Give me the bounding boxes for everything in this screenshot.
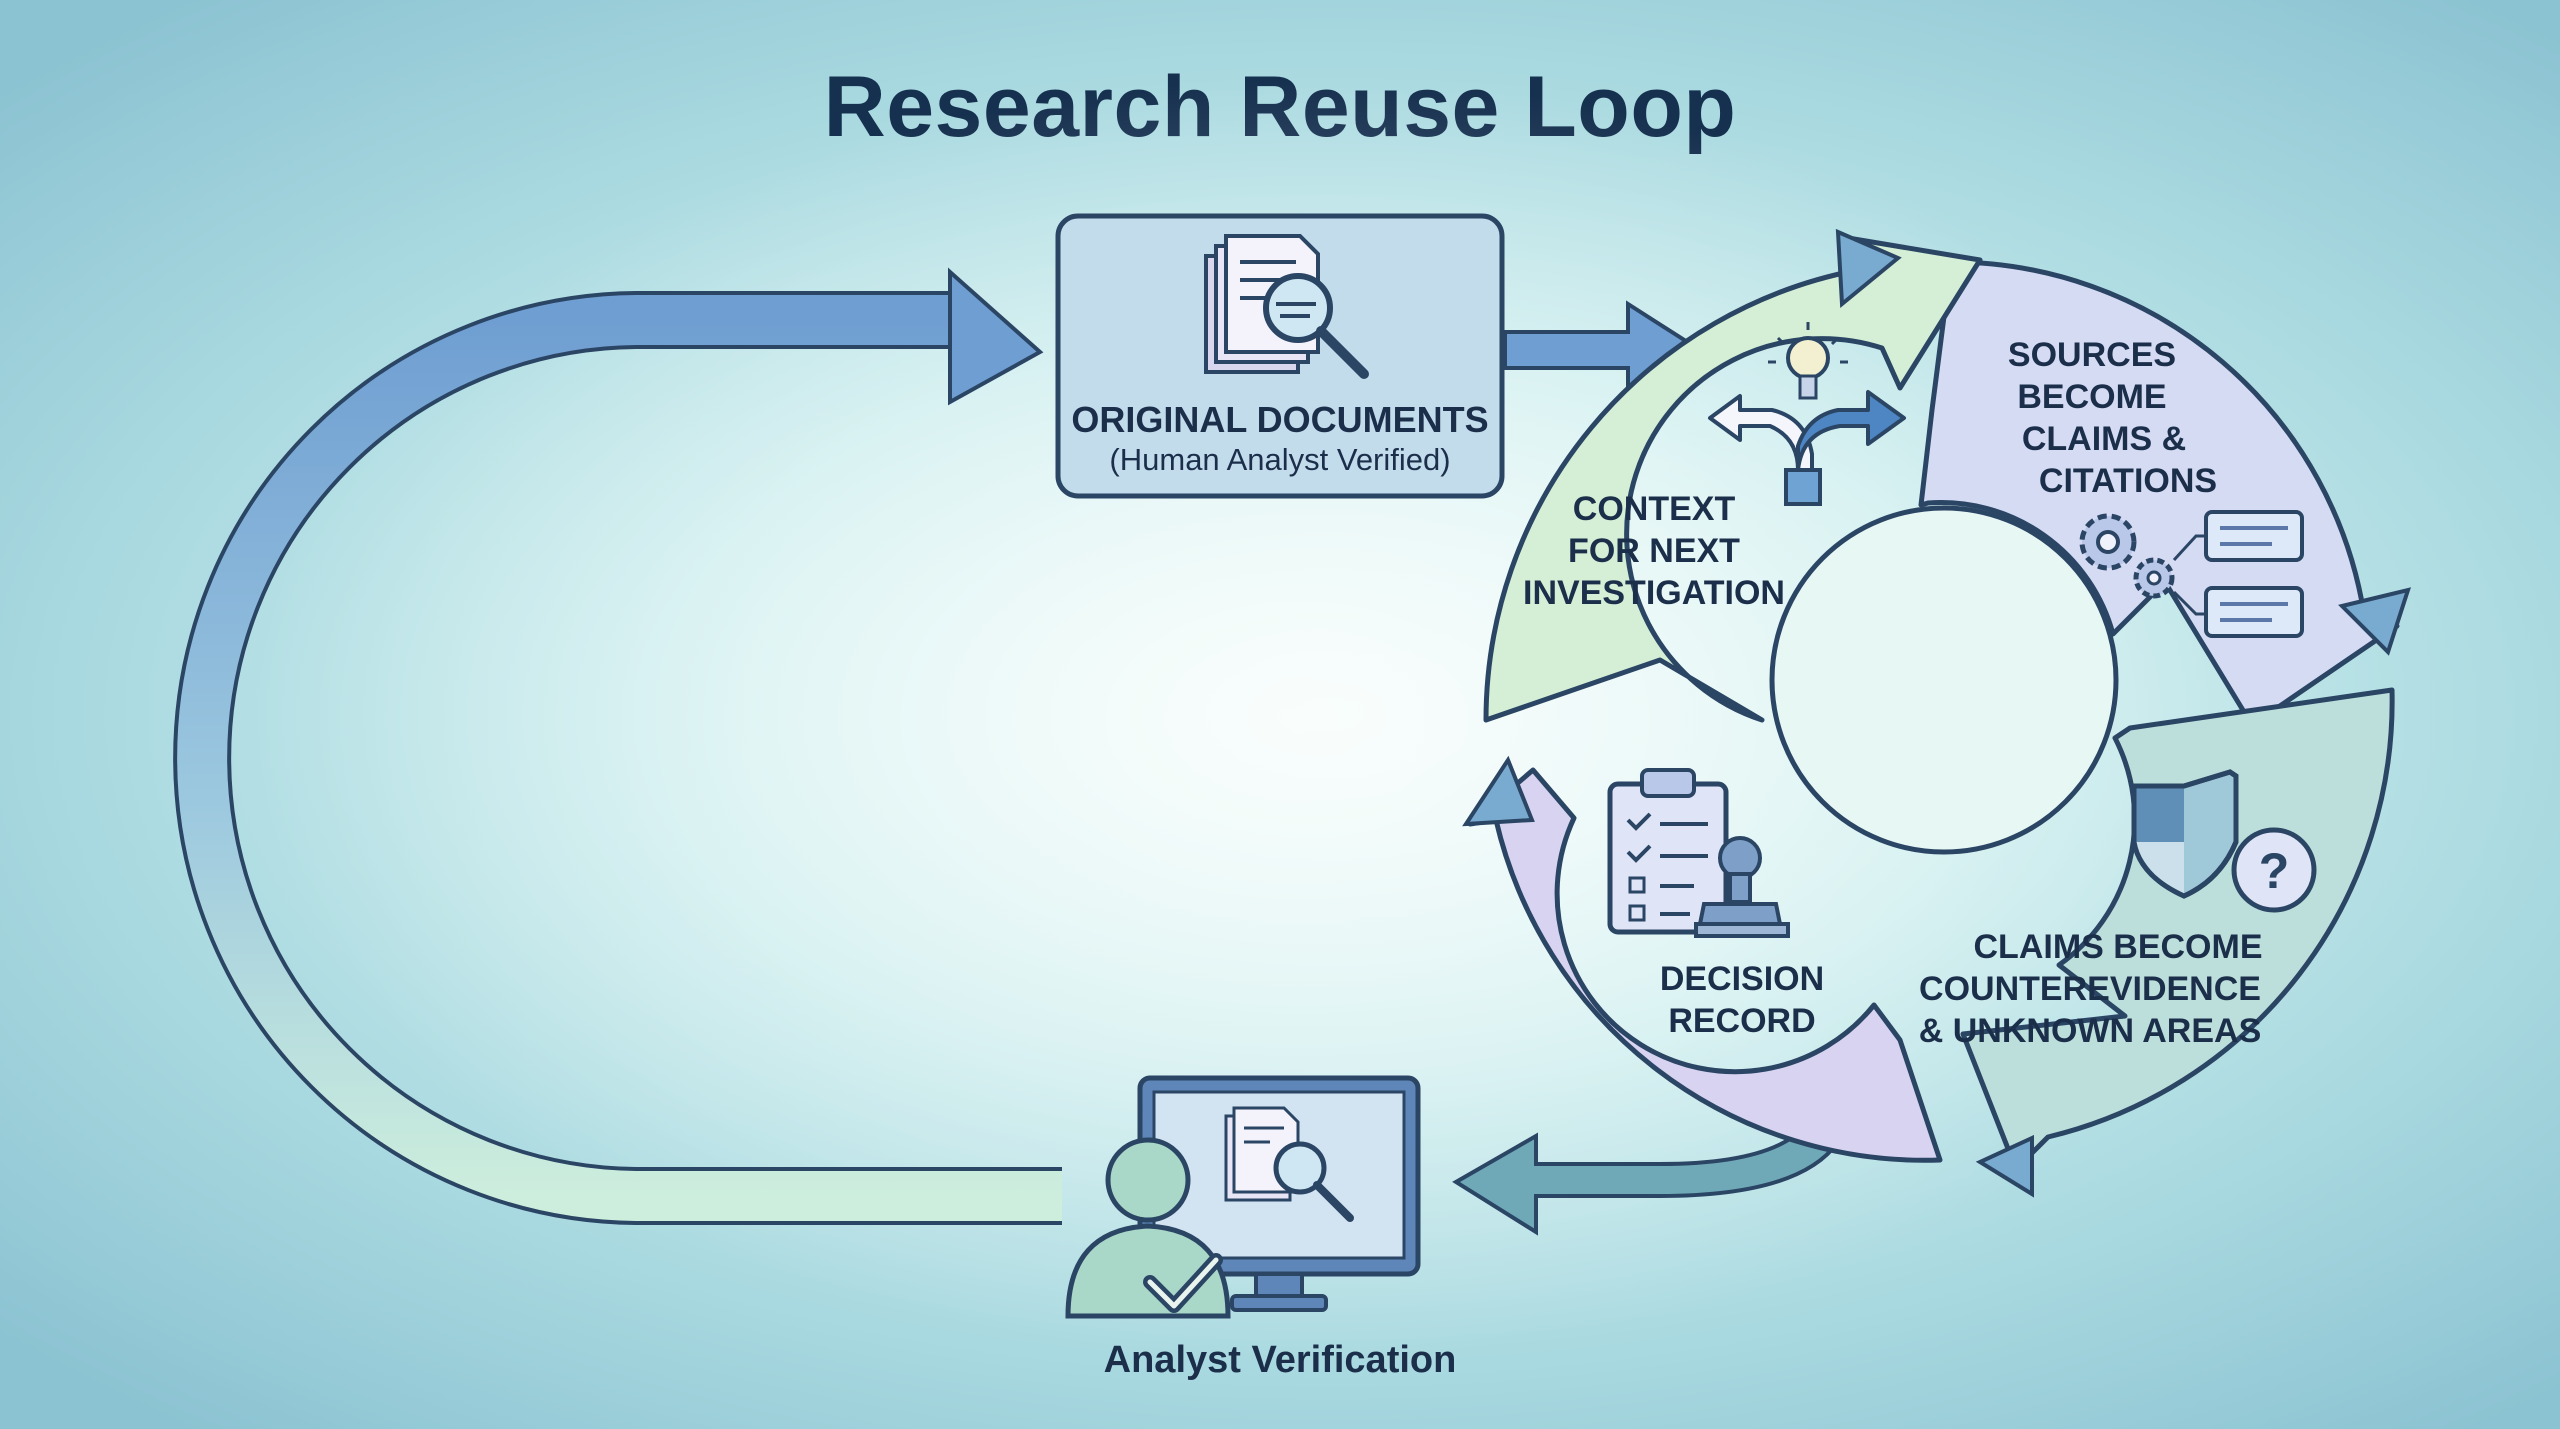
claims-line-3: & UNKNOWN AREAS — [1919, 1012, 2262, 1050]
lightbulb-fork-icon — [1708, 322, 1906, 506]
segment-decision — [1467, 767, 1943, 1163]
analyst-monitor-check-icon — [1065, 1075, 1421, 1319]
original-documents-heading: ORIGINAL DOCUMENTS — [1071, 399, 1488, 440]
analyst-verification-label: Analyst Verification — [1104, 1339, 1457, 1381]
background-glow — [250, 80, 2350, 1360]
shield-question-icon: ? — [2131, 769, 2317, 913]
arrowhead-decision — [1462, 755, 1535, 827]
sources-line-1: SOURCES — [2008, 336, 2176, 374]
decision-line-2: RECORD — [1668, 1002, 1815, 1040]
sources-line-3: CLAIMS & — [2022, 420, 2186, 458]
claims-block: ? CLAIMS BECOME COUNTEREVIDENCE & UNKNOW… — [1919, 769, 2317, 1050]
cycle-center — [1769, 505, 2119, 855]
context-line-1: CONTEXT — [1573, 490, 1736, 528]
loop-arrowhead — [948, 267, 1044, 406]
clipboard-stamp-icon — [1607, 768, 1790, 938]
decision-line-1: DECISION — [1660, 960, 1824, 998]
claims-line-1: CLAIMS BECOME — [1974, 928, 2263, 966]
claims-line-2: COUNTEREVIDENCE — [1919, 970, 2261, 1008]
arrowhead-context — [1835, 228, 1902, 309]
arrowhead-claims — [1975, 1134, 2034, 1198]
original-documents-box: ORIGINAL DOCUMENTS (Human Analyst Verifi… — [1055, 213, 1505, 499]
context-line-3: INVESTIGATION — [1523, 574, 1785, 612]
svg-text:?: ? — [2259, 843, 2290, 899]
sources-line-2: BECOME — [2017, 378, 2166, 416]
document-magnifier-icon — [1204, 234, 1369, 379]
cycle-wheel — [1462, 228, 2411, 1198]
sources-block: SOURCES BECOME CLAIMS & CITATIONS — [2008, 336, 2304, 638]
arrowhead-sources — [2338, 587, 2411, 656]
sources-line-4: CITATIONS — [2039, 462, 2217, 500]
cycle-to-analyst-arrow — [1452, 1117, 1841, 1236]
gears-and-cards-icon — [2079, 510, 2304, 638]
context-line-2: FOR NEXT — [1568, 532, 1740, 570]
original-documents-subheading: (Human Analyst Verified) — [1109, 442, 1450, 477]
context-block: CONTEXT FOR NEXT INVESTIGATION — [1523, 322, 1906, 612]
left-loop-arrow — [173, 267, 1062, 1225]
analyst-verification-block: Analyst Verification — [1065, 1075, 1457, 1381]
decision-block: DECISION RECORD — [1607, 768, 1824, 1040]
